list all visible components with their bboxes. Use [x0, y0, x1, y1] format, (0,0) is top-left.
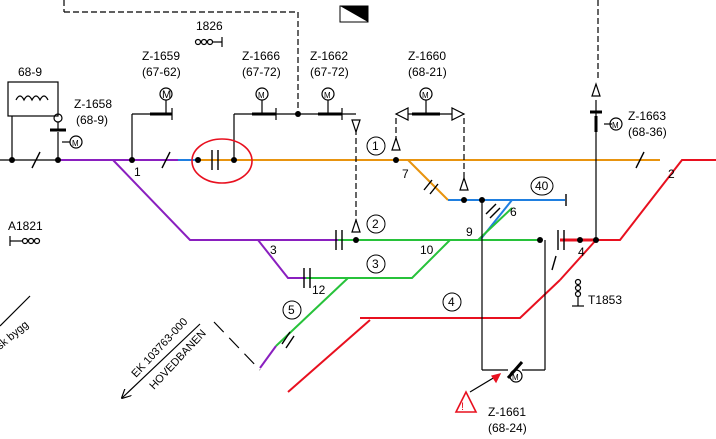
insulation-joints [31, 150, 645, 349]
switch-z1666 [233, 87, 298, 160]
switch-z1663 [590, 82, 623, 132]
track-nodes [9, 111, 599, 243]
track-green-diag [477, 207, 513, 241]
switch-z1659 [131, 87, 173, 160]
motor-z1662: M [324, 91, 331, 100]
label-a1821: A1821 [8, 219, 43, 233]
switch-z1660 [351, 87, 469, 233]
motor-z1660: M [422, 91, 429, 100]
label-z1662: Z-1662 [310, 49, 348, 63]
motor-z1666: M [258, 91, 265, 100]
north-flag-icon [339, 5, 369, 23]
label-z1659-code: (67-62) [142, 65, 181, 79]
circle-3: 3 [372, 257, 379, 271]
track-number-3: 3 [270, 243, 277, 257]
motor-z1661: M [512, 373, 519, 382]
label-sk-bygg: sk bygg [0, 319, 31, 353]
track-number-2: 2 [668, 167, 675, 181]
track-number-10: 10 [420, 243, 434, 257]
label-z1659: Z-1659 [142, 49, 180, 63]
warning-triangle-icon: ! [454, 390, 478, 413]
signal-t1853 [572, 278, 584, 307]
label-1826: 1826 [196, 19, 223, 33]
switch-z1661 [469, 361, 524, 393]
signal-a1821 [9, 236, 41, 246]
track-purple-branch-3 [112, 159, 338, 241]
track-red-link [559, 239, 597, 281]
label-z1666: Z-1666 [242, 49, 280, 63]
hovedbanen-arrow [122, 323, 201, 398]
track-red-4 [360, 279, 561, 319]
label-68-9: 68-9 [18, 65, 42, 79]
label-z1658-code: (68-9) [76, 113, 108, 127]
circled-numbers [282, 136, 554, 320]
track-number-12: 12 [312, 283, 326, 297]
circle-5: 5 [288, 303, 295, 317]
hovedbanen-dashed [213, 321, 261, 371]
switch-z1662 [298, 87, 361, 134]
motor-z1659: M [162, 89, 171, 101]
track-number-7: 7 [402, 167, 409, 181]
circle-1: 1 [372, 139, 379, 153]
annotation-ellipse [191, 138, 253, 184]
label-z1661-code: (68-24) [488, 421, 527, 435]
label-z1663-code: (68-36) [628, 125, 667, 139]
track-number-9: 9 [466, 225, 473, 239]
signal-1826 [194, 37, 223, 47]
switch-z1658 [7, 81, 83, 160]
label-t1853: T1853 [588, 293, 622, 307]
track-red-2 [595, 159, 716, 241]
track-number-6: 6 [510, 205, 517, 219]
label-z1660-code: (68-21) [408, 65, 447, 79]
label-z1663: Z-1663 [628, 109, 666, 123]
label-z1662-code: (67-72) [310, 65, 349, 79]
sk-bygg-line [0, 295, 31, 327]
track-purple-spur [259, 345, 277, 369]
circle-40: 40 [535, 179, 549, 193]
label-z1661: Z-1661 [488, 405, 526, 419]
track-number-1: 1 [134, 165, 141, 179]
motor-z1658: M [72, 139, 79, 148]
label-z1658: Z-1658 [74, 97, 112, 111]
track-red-lower [287, 319, 371, 393]
motor-z1663: M [612, 121, 619, 130]
svg-text:!: ! [461, 401, 464, 413]
colored-tracks [58, 159, 716, 393]
track-green-10 [306, 239, 451, 279]
track-purple-branch-12 [257, 239, 306, 279]
label-z1666-code: (67-72) [242, 65, 281, 79]
track-orange-7 [407, 159, 449, 201]
circle-4: 4 [448, 295, 455, 309]
circle-2: 2 [372, 217, 379, 231]
track-number-4: 4 [578, 245, 585, 259]
label-z1660: Z-1660 [408, 49, 446, 63]
